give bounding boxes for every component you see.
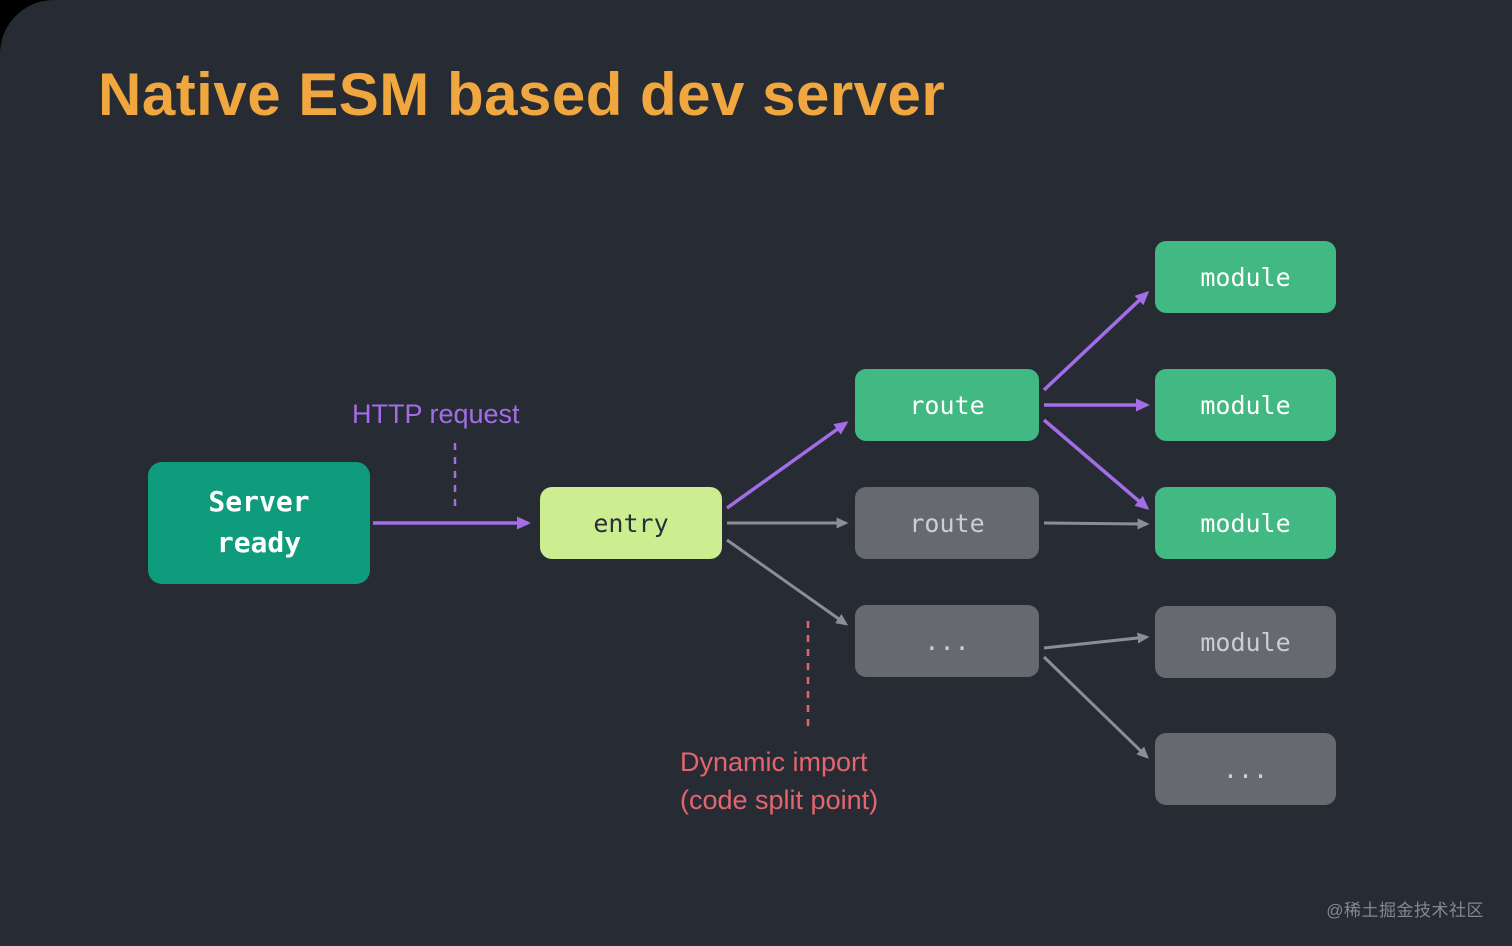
- route-inactive-node: route: [855, 487, 1039, 559]
- diagram-title: Native ESM based dev server: [98, 61, 946, 128]
- entry-node: entry: [540, 487, 722, 559]
- module-4-label: module: [1200, 627, 1291, 657]
- module-3-node: module: [1155, 487, 1336, 559]
- module-3-label: module: [1200, 508, 1291, 538]
- modules-more-label: ...: [1222, 754, 1269, 784]
- server-ready-node: Server ready: [148, 462, 370, 584]
- modules-more-node: ...: [1155, 733, 1336, 805]
- module-1-label: module: [1200, 262, 1291, 292]
- route-inactive-label: route: [909, 508, 985, 538]
- routes-more-label: ...: [924, 626, 970, 656]
- route-active-label: route: [909, 390, 985, 420]
- entry-label: entry: [593, 508, 669, 538]
- http-request-label: HTTP request: [352, 399, 520, 429]
- routes-more-node: ...: [855, 605, 1039, 677]
- route-active-node: route: [855, 369, 1039, 441]
- arrow-route-inactive-to-module-3: [1043, 518, 1150, 530]
- server-ready-label: Server ready: [208, 485, 310, 559]
- arrow-route-to-module-3: [1042, 418, 1150, 510]
- module-4-node: module: [1155, 606, 1336, 678]
- module-2-node: module: [1155, 369, 1336, 441]
- module-1-node: module: [1155, 241, 1336, 313]
- arrow-routes-more-to-module-4: [1043, 632, 1150, 650]
- watermark: @稀土掘金技术社区: [1326, 901, 1484, 920]
- arrow-entry-to-routes-more: [726, 538, 849, 626]
- arrow-entry-to-route-active: [725, 421, 849, 510]
- arrow-route-to-module-1: [1042, 290, 1150, 392]
- arrow-routes-more-to-modules-more: [1042, 655, 1149, 759]
- module-2-label: module: [1200, 390, 1291, 420]
- dynamic-import-label: Dynamic import (code split point): [680, 747, 879, 815]
